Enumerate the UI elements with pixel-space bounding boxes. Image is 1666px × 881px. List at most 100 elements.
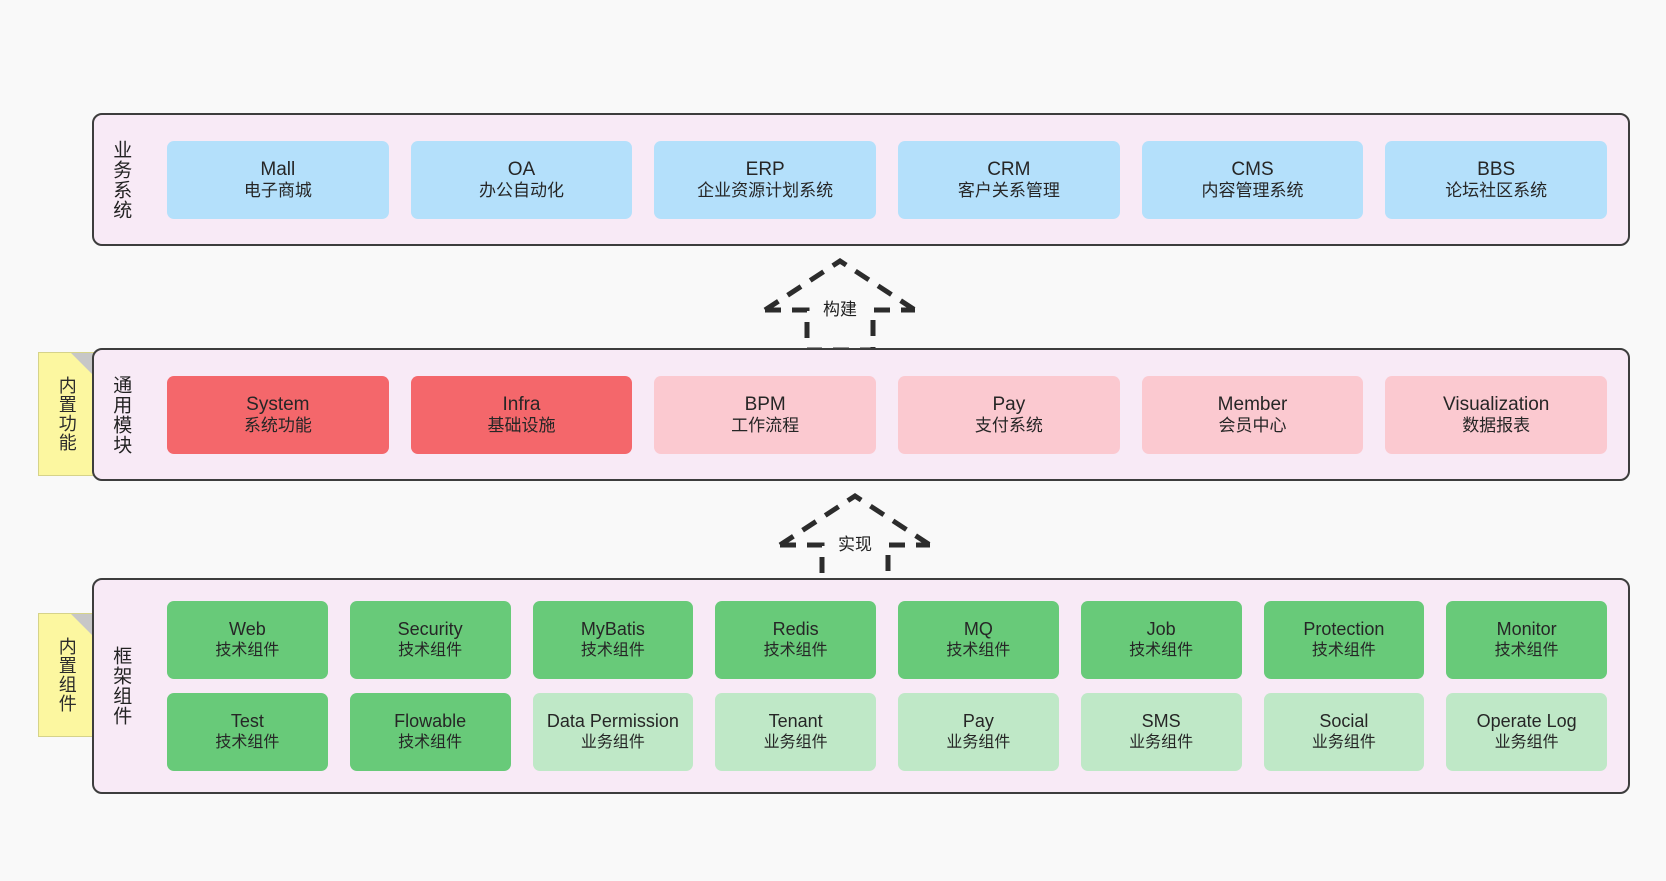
box-system[interactable]: System 系统功能	[167, 375, 389, 454]
box-subtitle: 工作流程	[731, 415, 800, 435]
layer-body-framework-components: Web 技术组件 Security 技术组件 MyBatis 技术组件 Redi…	[146, 580, 1628, 792]
box-subtitle: 技术组件	[946, 642, 1011, 660]
note-builtin-features: 内置功能	[38, 352, 94, 476]
box-title: Pay	[962, 711, 994, 732]
box-title: Pay	[992, 393, 1026, 415]
box-pay-module[interactable]: Pay 支付系统	[898, 375, 1120, 454]
layer-title-common-modules: 通用模块	[110, 374, 132, 455]
box-title: Mall	[260, 158, 296, 180]
box-subtitle: 业务组件	[763, 734, 828, 752]
box-title: Member	[1217, 393, 1288, 415]
box-title: BPM	[744, 393, 786, 415]
box-social[interactable]: Social 业务组件	[1263, 693, 1425, 771]
box-title: Security	[397, 619, 463, 640]
box-title: ERP	[745, 158, 785, 180]
note-fold-icon	[71, 353, 93, 375]
note-fold-icon	[71, 614, 93, 636]
box-title: Monitor	[1496, 619, 1557, 640]
box-visualization[interactable]: Visualization 数据报表	[1385, 375, 1608, 454]
box-subtitle: 内容管理系统	[1201, 180, 1304, 200]
box-mq[interactable]: MQ 技术组件	[898, 601, 1059, 679]
box-data-permission[interactable]: Data Permission 业务组件	[532, 693, 694, 771]
layer-title-framework-components: 框架组件	[110, 646, 132, 726]
box-title: Visualization	[1443, 393, 1550, 415]
box-title: Infra	[502, 393, 541, 415]
note-label: 内置组件	[56, 637, 77, 713]
box-web[interactable]: Web 技术组件	[167, 601, 328, 679]
box-job[interactable]: Job 技术组件	[1080, 601, 1242, 679]
box-subtitle: 技术组件	[763, 642, 828, 660]
box-bbs[interactable]: BBS 论坛社区系统	[1385, 140, 1608, 219]
box-title: CRM	[987, 158, 1031, 180]
note-builtin-components: 内置组件	[38, 613, 94, 737]
box-subtitle: 业务组件	[946, 734, 1011, 752]
box-title: Data Permission	[546, 711, 679, 732]
box-title: Redis	[772, 619, 819, 640]
box-title: Social	[1319, 711, 1369, 732]
box-subtitle: 业务组件	[580, 734, 645, 752]
box-monitor[interactable]: Monitor 技术组件	[1446, 601, 1607, 679]
box-title: OA	[507, 158, 536, 180]
box-title: CMS	[1231, 158, 1274, 180]
connector-implement: 实现	[770, 490, 940, 590]
box-subtitle: 技术组件	[580, 642, 645, 660]
box-title: Tenant	[768, 711, 823, 732]
framework-row-business: Test 技术组件 Flowable 技术组件 Data Permission …	[156, 693, 1618, 771]
layer-common-modules: 通用模块 System 系统功能 Infra 基础设施 BPM 工作流程 Pay…	[92, 348, 1630, 481]
box-bpm[interactable]: BPM 工作流程	[654, 375, 877, 454]
layer-business-systems: 业务系统 Mall 电子商城 OA 办公自动化 ERP 企业资源计划系统 CRM…	[92, 113, 1630, 246]
box-subtitle: 技术组件	[1311, 642, 1376, 660]
box-subtitle: 业务组件	[1494, 734, 1559, 752]
framework-row-technical: Web 技术组件 Security 技术组件 MyBatis 技术组件 Redi…	[156, 601, 1618, 679]
box-subtitle: 技术组件	[1494, 642, 1559, 660]
connector-build: 构建	[755, 255, 925, 355]
box-subtitle: 支付系统	[974, 415, 1043, 435]
box-subtitle: 技术组件	[215, 642, 280, 660]
box-title: Flowable	[394, 711, 467, 732]
box-operate-log[interactable]: Operate Log 业务组件	[1446, 693, 1607, 771]
box-crm[interactable]: CRM 客户关系管理	[898, 140, 1120, 219]
box-sms[interactable]: SMS 业务组件	[1080, 693, 1242, 771]
box-subtitle: 论坛社区系统	[1445, 180, 1548, 200]
box-subtitle: 电子商城	[243, 180, 312, 200]
box-title: BBS	[1477, 158, 1516, 180]
layer-body-business-systems: Mall 电子商城 OA 办公自动化 ERP 企业资源计划系统 CRM 客户关系…	[146, 115, 1628, 244]
box-subtitle: 会员中心	[1218, 415, 1287, 435]
dashed-hollow-arrow-up-icon	[763, 258, 917, 353]
box-subtitle: 业务组件	[1311, 734, 1376, 752]
box-subtitle: 技术组件	[1129, 642, 1194, 660]
box-title: System	[246, 393, 310, 415]
box-title: Web	[229, 619, 266, 640]
box-title: MQ	[963, 619, 993, 640]
box-mybatis[interactable]: MyBatis 技术组件	[532, 601, 694, 679]
box-mall[interactable]: Mall 电子商城	[167, 140, 389, 219]
box-security[interactable]: Security 技术组件	[349, 601, 511, 679]
box-title: MyBatis	[580, 619, 645, 640]
box-redis[interactable]: Redis 技术组件	[715, 601, 876, 679]
box-subtitle: 企业资源计划系统	[697, 180, 834, 200]
box-infra[interactable]: Infra 基础设施	[410, 375, 633, 454]
box-subtitle: 技术组件	[215, 734, 280, 752]
layer-body-common-modules: System 系统功能 Infra 基础设施 BPM 工作流程 Pay 支付系统…	[146, 350, 1628, 479]
box-title: Operate Log	[1476, 711, 1577, 732]
box-subtitle: 系统功能	[243, 415, 312, 435]
box-pay-component[interactable]: Pay 业务组件	[898, 693, 1059, 771]
box-subtitle: 基础设施	[487, 415, 556, 435]
box-test[interactable]: Test 技术组件	[167, 693, 328, 771]
box-subtitle: 数据报表	[1462, 415, 1531, 435]
box-oa[interactable]: OA 办公自动化	[410, 140, 633, 219]
box-member[interactable]: Member 会员中心	[1141, 375, 1364, 454]
box-protection[interactable]: Protection 技术组件	[1263, 601, 1425, 679]
box-title: Protection	[1303, 619, 1385, 640]
box-title: Test	[230, 711, 264, 732]
box-subtitle: 办公自动化	[479, 180, 564, 200]
box-erp[interactable]: ERP 企业资源计划系统	[654, 140, 877, 219]
box-title: Job	[1146, 619, 1176, 640]
box-flowable[interactable]: Flowable 技术组件	[349, 693, 511, 771]
box-cms[interactable]: CMS 内容管理系统	[1141, 140, 1364, 219]
box-subtitle: 技术组件	[398, 642, 463, 660]
box-title: SMS	[1141, 711, 1181, 732]
box-tenant[interactable]: Tenant 业务组件	[715, 693, 876, 771]
dashed-hollow-arrow-up-icon	[778, 493, 932, 588]
